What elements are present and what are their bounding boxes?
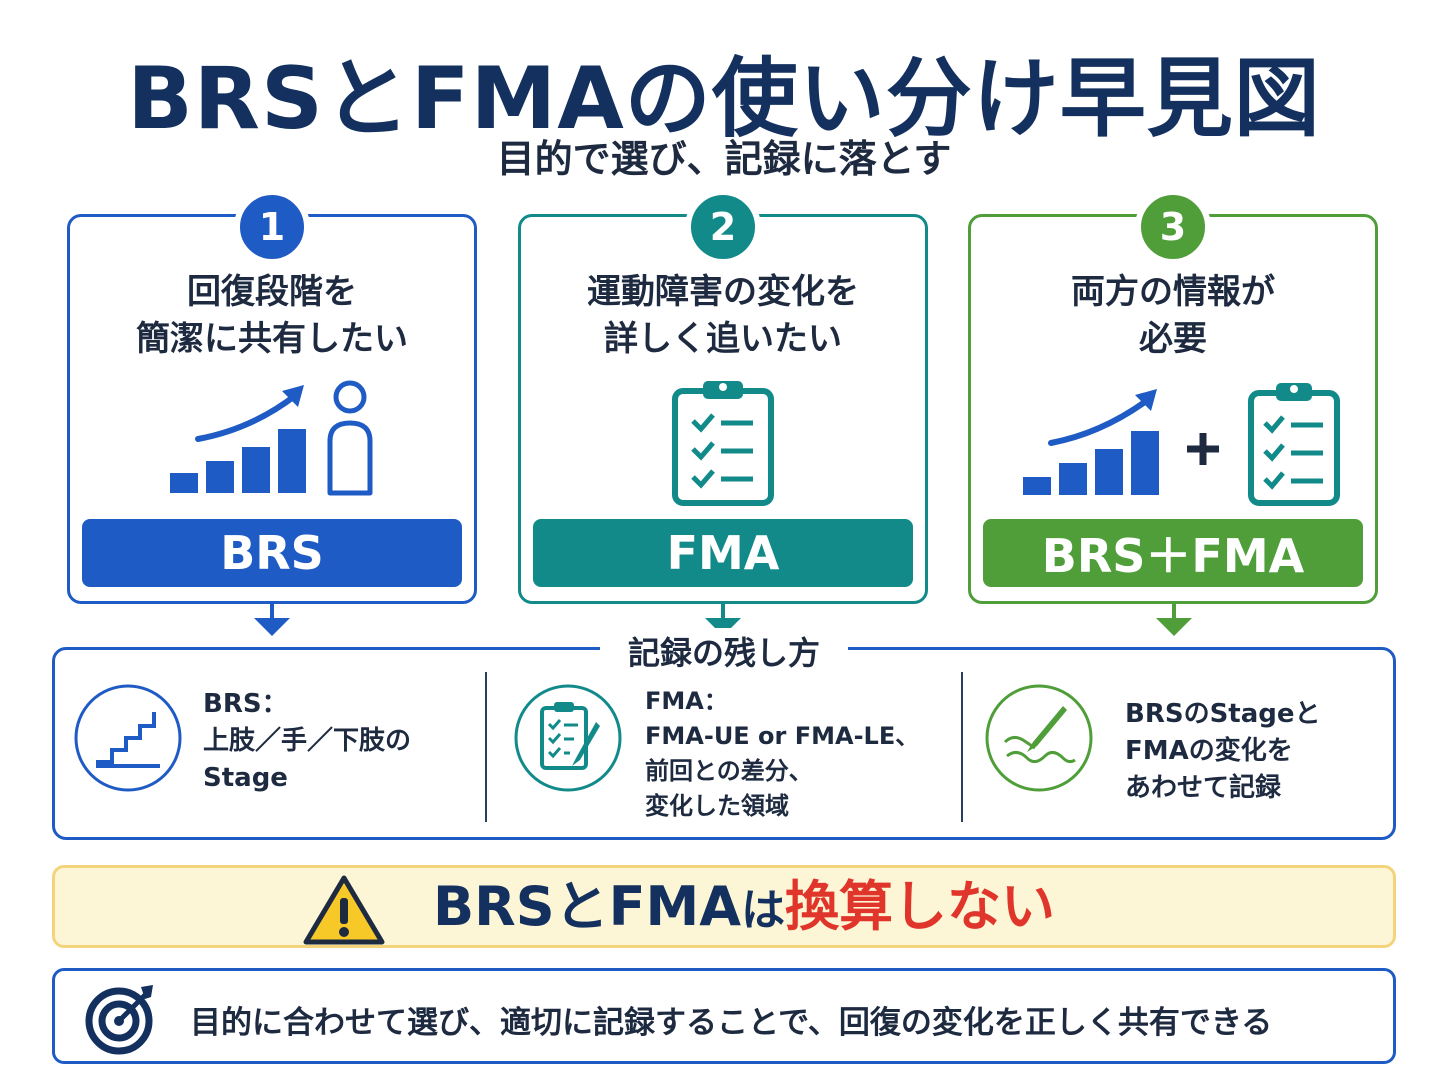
goal-text: 目的に合わせて選び、適切に記録することで、回復の変化を正しく共有できる	[190, 1005, 1273, 1041]
record-text-brs: BRS： 上肢／手／下肢の Stage	[203, 689, 412, 793]
warning-text: BRSとFMAは換算しない	[433, 875, 1056, 938]
card-question: 両方の情報が 必要	[1071, 272, 1275, 359]
card-question: 回復段階を 簡潔に共有したい	[136, 272, 408, 359]
step-badge-3: 3	[1135, 189, 1211, 265]
record-text-fma: FMA： FMA-UE or FMA-LE、 前回との差分、 変化した領域	[645, 687, 920, 820]
card-question: 運動障害の変化を 詳しく追いたい	[587, 272, 859, 359]
page-title: BRSとFMAの使い分け早見図	[127, 49, 1321, 149]
clipboard-pen-icon	[512, 682, 624, 798]
record-text-both: BRSのStageと FMAの変化を あわせて記録	[1125, 699, 1321, 803]
method-label-both: BRS＋FMA	[983, 519, 1363, 587]
arrow-down-icon	[1156, 604, 1192, 636]
step-badge-2: 2	[685, 189, 761, 265]
arrow-down-icon	[254, 604, 290, 636]
step-badge-1: 1	[234, 189, 310, 265]
page-subtitle: 目的で選び、記録に落とす	[496, 137, 952, 181]
divider	[485, 672, 487, 822]
target-icon	[83, 981, 159, 1061]
method-label-brs: BRS	[82, 519, 462, 587]
records-title: 記録の残し方	[599, 628, 849, 674]
card-both: 3 両方の情報が 必要 BRS＋FMA	[968, 189, 1378, 604]
arrow-down-icon	[705, 604, 741, 636]
clipboard-checklist-icon	[521, 377, 925, 517]
hand-writing-icon	[983, 682, 1095, 798]
warning-icon	[302, 874, 386, 950]
warning-banner: BRSとFMAは換算しない	[52, 865, 1396, 948]
records-panel: 記録の残し方 BRS： 上肢／手／下肢の Stage FMA： FMA-UE o…	[52, 628, 1396, 840]
method-label-fma: FMA	[533, 519, 913, 587]
bar-chart-plus-clipboard-icon	[971, 377, 1375, 517]
divider	[961, 672, 963, 822]
goal-banner: 目的に合わせて選び、適切に記録することで、回復の変化を正しく共有できる	[52, 968, 1396, 1064]
bar-chart-person-icon	[70, 377, 474, 517]
card-brs: 1 回復段階を 簡潔に共有したい BRS	[67, 189, 477, 604]
stairs-icon	[72, 682, 184, 798]
card-fma: 2 運動障害の変化を 詳しく追いたい FMA	[518, 189, 928, 604]
